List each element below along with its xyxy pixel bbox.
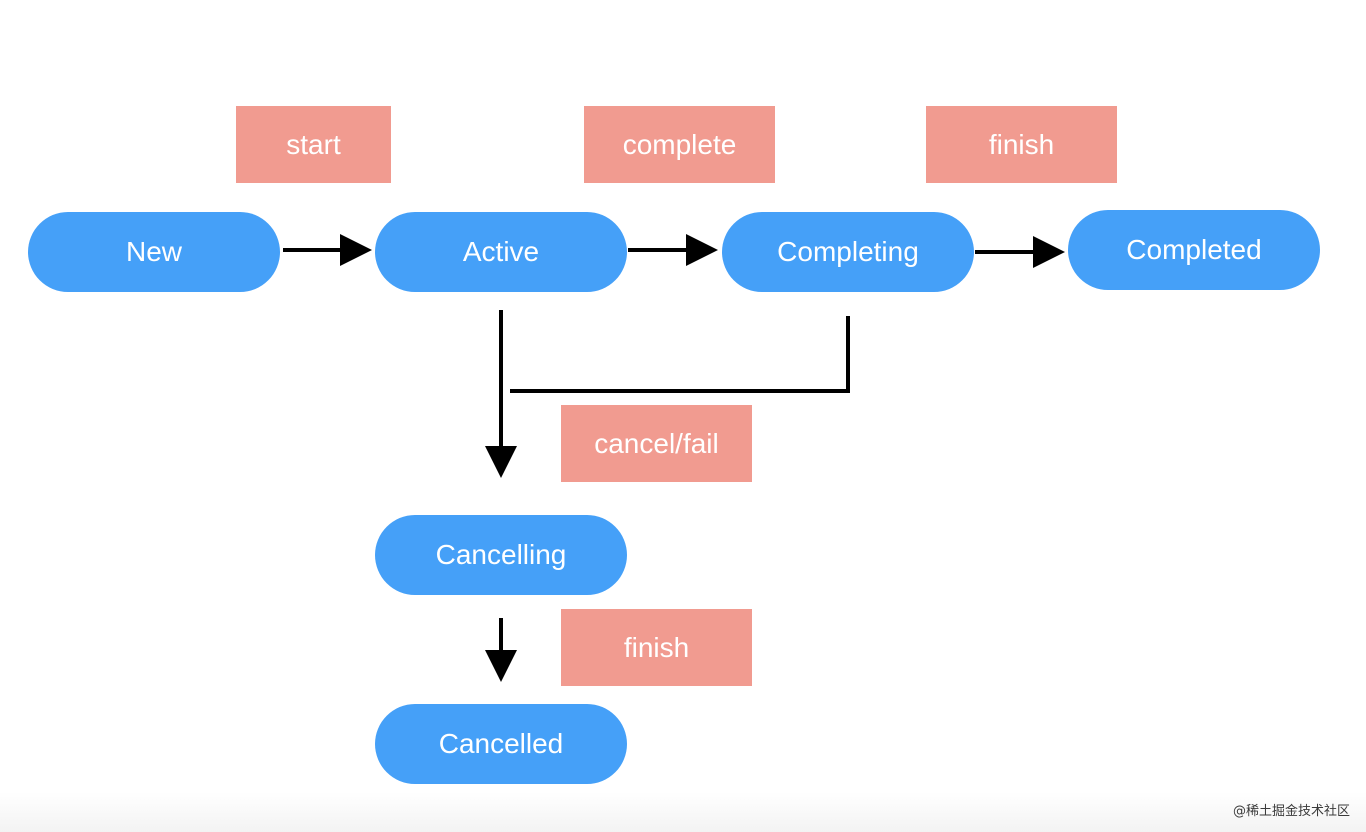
state-active: Active — [375, 212, 627, 292]
watermark: @稀土掘金技术社区 — [1232, 804, 1350, 819]
connector-completing-to-cancel — [510, 316, 850, 393]
state-cancelling: Cancelling — [375, 515, 627, 595]
state-completing: Completing — [722, 212, 974, 292]
state-cancelled: Cancelled — [375, 704, 627, 784]
state-completed: Completed — [1068, 210, 1320, 290]
transition-label-start: start — [236, 106, 391, 183]
footer-bar — [0, 792, 1366, 832]
transition-label-finish-cancelled: finish — [561, 609, 752, 686]
transition-label-cancel-fail: cancel/fail — [561, 405, 752, 482]
state-new: New — [28, 212, 280, 292]
transition-label-finish-completed: finish — [926, 106, 1117, 183]
transition-label-complete: complete — [584, 106, 775, 183]
